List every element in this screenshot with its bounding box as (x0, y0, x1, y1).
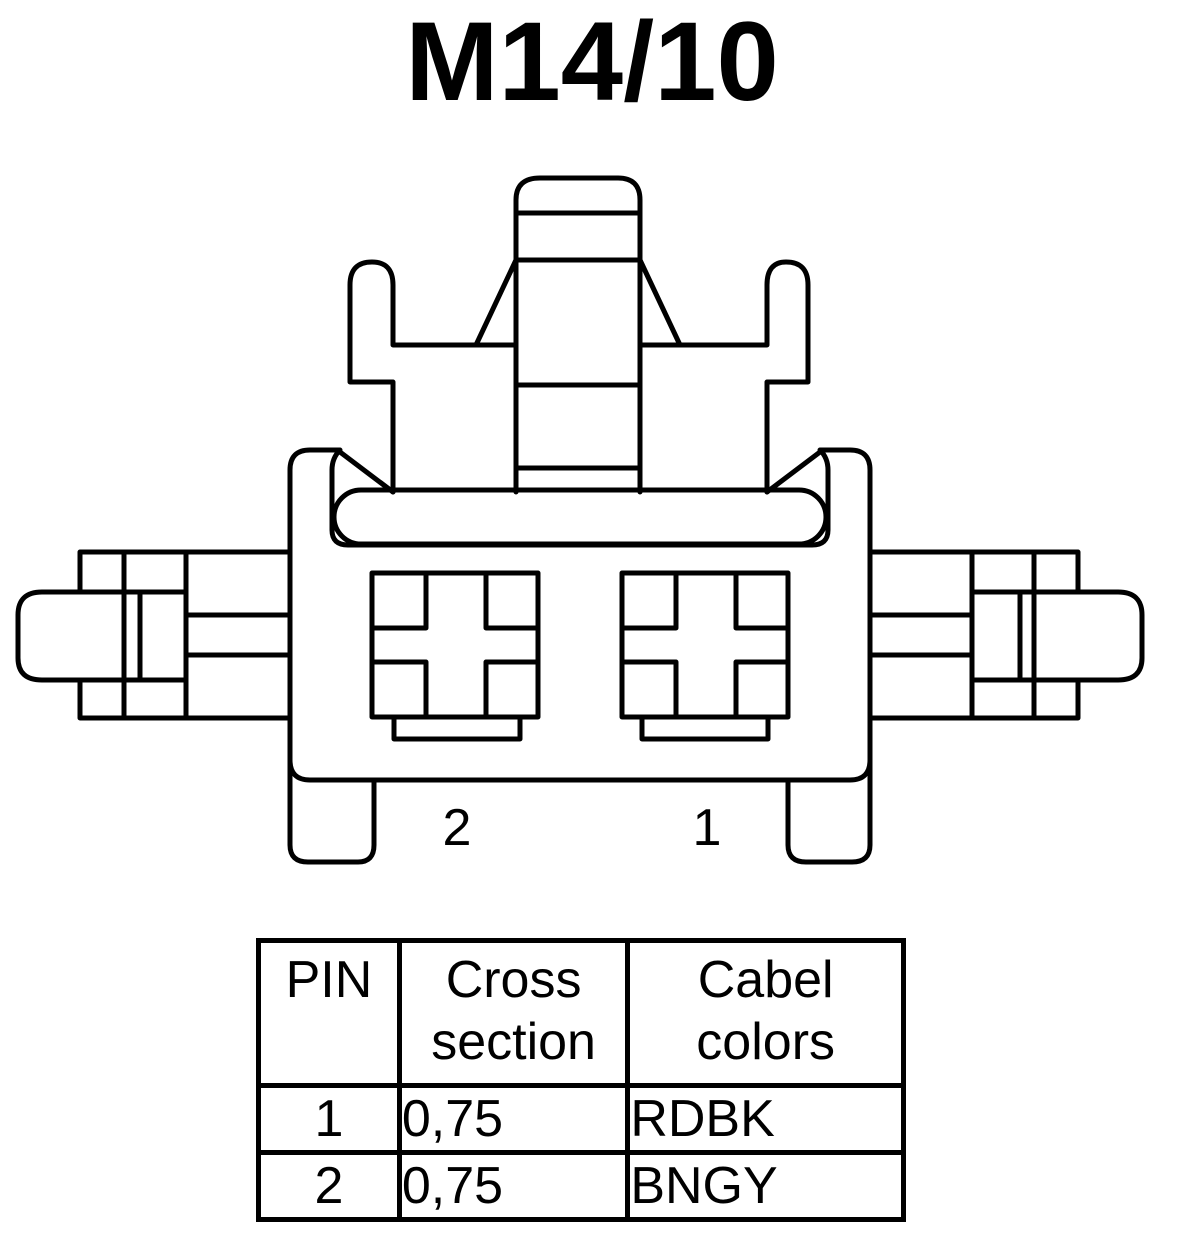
table-row: 2 0,75 BNGY (256, 1150, 906, 1222)
header-cross-section: Cross section (396, 938, 631, 1088)
left-hook (337, 259, 519, 495)
right-foot (785, 757, 873, 865)
cell-cross-section: 0,75 (396, 1083, 631, 1155)
cell-pin: 2 (256, 1150, 402, 1222)
cell-cross-section: 0,75 (396, 1150, 631, 1222)
cell-color: RDBK (625, 1083, 906, 1155)
pin-cavity-2 (369, 570, 541, 742)
table-header-row: PIN Cross section Cabel colors (256, 938, 906, 1088)
right-hook (637, 259, 823, 495)
cell-pin: 1 (256, 1083, 402, 1155)
header-pin: PIN (256, 938, 402, 1088)
pin-assignment-table: PIN Cross section Cabel colors 1 0,75 RD… (256, 938, 906, 1222)
left-wire-plug (15, 549, 293, 721)
pin-label-2: 2 (443, 799, 472, 857)
pin-cavity-1 (619, 570, 791, 742)
cell-color: BNGY (625, 1150, 906, 1222)
connector-body (287, 447, 873, 783)
header-cable-colors: Cabel colors (625, 938, 906, 1088)
left-foot (287, 757, 377, 865)
right-wire-plug (867, 549, 1145, 721)
connector-drawing: 2 1 (15, 175, 1145, 865)
connector-title: M14/10 (405, 0, 779, 124)
table-row: 1 0,75 RDBK (256, 1083, 906, 1155)
pin-label-1: 1 (693, 799, 722, 857)
top-latch (473, 175, 683, 495)
